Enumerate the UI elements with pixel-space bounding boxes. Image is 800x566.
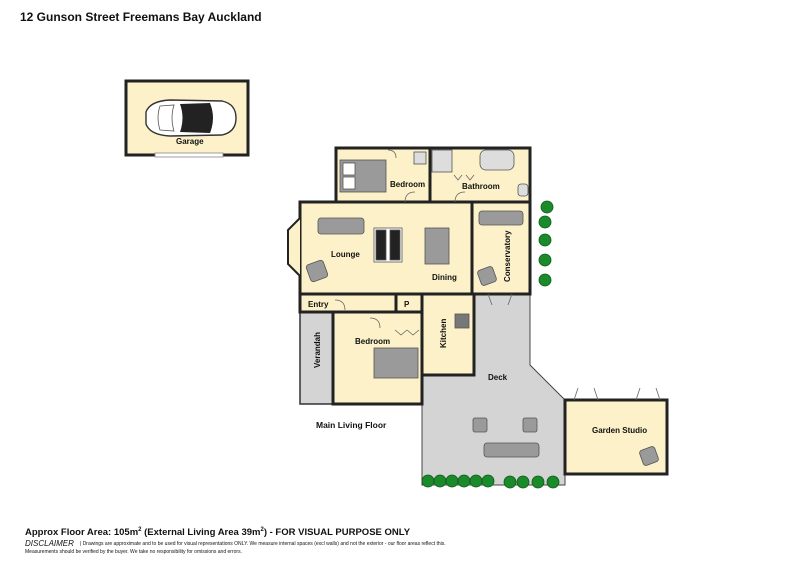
armchair-lounge <box>305 259 329 283</box>
verandah-area <box>299 311 334 405</box>
label-bedroom-bottom: Bedroom <box>355 337 390 346</box>
floor-label: Main Living Floor <box>316 420 387 430</box>
sofa-conservatory <box>478 210 524 226</box>
label-bathroom: Bathroom <box>462 182 500 191</box>
disclaimer-heading: DISCLAIMER <box>25 539 74 548</box>
armchair-conservatory <box>477 266 497 286</box>
kitchen-room <box>420 292 476 377</box>
studio-chair <box>639 446 659 466</box>
label-verandah: Verandah <box>313 332 322 368</box>
car-icon <box>145 99 237 137</box>
disclaimer-line-1: | Drawings are approximate and to be use… <box>80 541 446 547</box>
label-pantry: P <box>404 300 410 309</box>
label-deck: Deck <box>488 373 508 382</box>
sofa-lounge <box>317 217 365 235</box>
bed-bottom <box>373 347 419 379</box>
label-garage: Garage <box>176 137 204 146</box>
deck-chair-right <box>522 417 538 433</box>
label-entry: Entry <box>308 300 329 309</box>
label-garden-studio: Garden Studio <box>592 426 647 435</box>
deck-sofa <box>483 442 540 458</box>
plan-title: 12 Gunson Street Freemans Bay Auckland <box>20 10 262 24</box>
label-bedroom-top: Bedroom <box>390 180 425 189</box>
label-kitchen: Kitchen <box>439 319 448 348</box>
plants <box>421 200 560 489</box>
label-dining: Dining <box>432 273 457 282</box>
deck-chair-left <box>472 417 488 433</box>
disclaimer-line-2: Measurements should be verified by the b… <box>25 549 242 555</box>
dining-table <box>424 227 450 265</box>
label-lounge: Lounge <box>331 250 360 259</box>
label-conservatory: Conservatory <box>503 230 512 282</box>
floor-area: Approx Floor Area: 105m2 (External Livin… <box>25 527 411 539</box>
